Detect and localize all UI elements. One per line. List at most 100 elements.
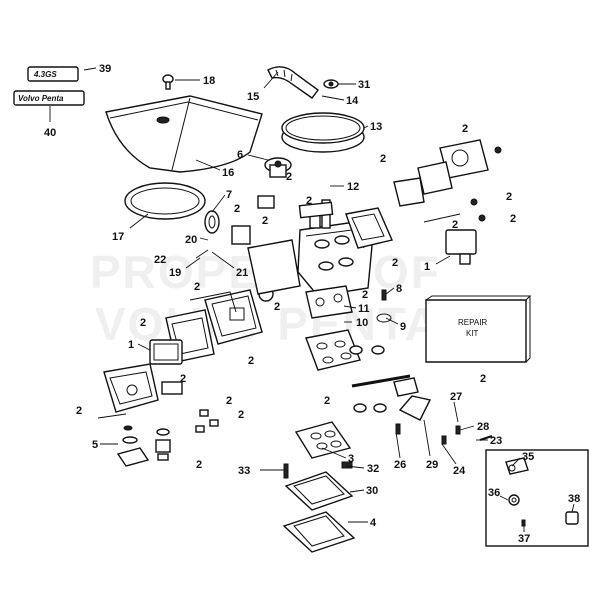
choke-cap [264,157,292,178]
callout-2: 2 [306,195,312,207]
callout-2: 2 [196,459,202,471]
callout-38: 38 [568,493,580,505]
choke-housing [231,195,275,245]
spacer-30 [284,471,354,511]
callout-11: 11 [358,303,370,315]
svg-text:Volvo Penta: Volvo Penta [18,94,64,103]
nut-31 [323,79,339,89]
callout-10: 10 [356,317,368,329]
gasket-12 [298,201,334,219]
front-gasket [189,291,237,313]
svg-text:KIT: KIT [466,329,479,338]
breather-hose [267,66,319,99]
throttle-shaft [351,374,432,421]
callout-2: 2 [274,301,280,313]
callout-21: 21 [236,267,248,279]
callout-20: 20 [185,234,197,246]
callout-3: 3 [348,453,354,465]
callout-2: 2 [238,409,244,421]
svg-text:VOLVO PENTA: VOLVO PENTA [95,298,440,350]
callout-16: 16 [222,167,234,179]
throttle-body [305,329,361,371]
fuel-inlet-fitting [116,425,150,467]
rear-fuel-bowl [103,363,159,413]
callout-2: 2 [180,373,186,385]
callout-6: 6 [237,149,243,161]
small-screws-8-9 [376,289,392,323]
callout-18: 18 [203,75,215,87]
wing-nut-18 [162,74,174,90]
callout-2: 2 [76,405,82,417]
callout-23: 23 [490,435,502,447]
callout-2: 2 [380,153,386,165]
air-cleaner-gasket [124,182,206,220]
gasket-4 [282,511,356,553]
callout-2: 2 [324,395,330,407]
fuel-bowl-1b [445,229,477,265]
callout-2: 2 [140,317,146,329]
callout-2: 2 [234,203,240,215]
screw-left [97,413,127,419]
brand-tag: Volvo Penta [13,90,85,106]
callout-39: 39 [99,63,111,75]
link-rod [423,213,461,223]
callout-29: 29 [426,459,438,471]
choke-thermostat-7 [204,210,220,234]
air-cleaner-cover [105,95,263,173]
engine-model-tag: 4.3GS [27,66,79,82]
callout-15: 15 [247,91,259,103]
callout-19: 19 [169,267,181,279]
stud-33 [283,463,289,479]
leader-lines [49,67,575,532]
fuel-bowl-1a [149,339,183,365]
callout-27: 27 [450,391,462,403]
front-float-bowl [204,289,263,345]
callout-24: 24 [453,465,466,477]
callout-32: 32 [367,463,379,475]
callout-2: 2 [262,215,268,227]
callout-22: 22 [154,254,166,266]
pump-body [247,239,301,302]
callout-2: 2 [286,171,292,183]
callout-31: 31 [358,79,370,91]
callout-9: 9 [400,321,406,333]
air-filter-element [281,112,365,153]
callout-36: 36 [488,487,500,499]
callout-2: 2 [392,257,398,269]
callout-26: 26 [394,459,406,471]
callout-2: 2 [510,213,516,225]
callout-14: 14 [346,95,359,107]
callout-2: 2 [362,289,368,301]
callout-35: 35 [522,451,534,463]
callout-1-left: 1 [128,339,134,351]
base-gasket-3 [294,421,352,459]
callout-2: 2 [248,355,254,367]
callout-1-right: 1 [424,261,430,273]
callout-12: 12 [347,181,359,193]
secondary-cover-plate [345,207,393,249]
stud-32 [341,461,353,469]
callout-40: 40 [44,127,56,139]
callout-2: 2 [462,123,468,135]
callout-2: 2 [226,395,232,407]
callout-2: 2 [194,281,200,293]
secondary-diaphragm-housing [393,139,489,207]
callout-2: 2 [452,219,458,231]
callout-28: 28 [477,421,489,433]
rear-metering-block [161,381,183,395]
repair-kit-box: REPAIR KIT [425,295,532,363]
callout-33: 33 [238,465,250,477]
fuel-line-fittings [155,428,171,461]
callout-7: 7 [226,189,232,201]
svg-text:4.3GS: 4.3GS [33,70,57,79]
callout-2: 2 [506,191,512,203]
throttle-plates [349,345,387,413]
metering-plate [305,285,353,319]
callout-2: 2 [480,373,486,385]
callout-37: 37 [518,533,530,545]
callout-13: 13 [370,121,382,133]
screws-misc [195,146,502,445]
callout-30: 30 [366,485,378,497]
